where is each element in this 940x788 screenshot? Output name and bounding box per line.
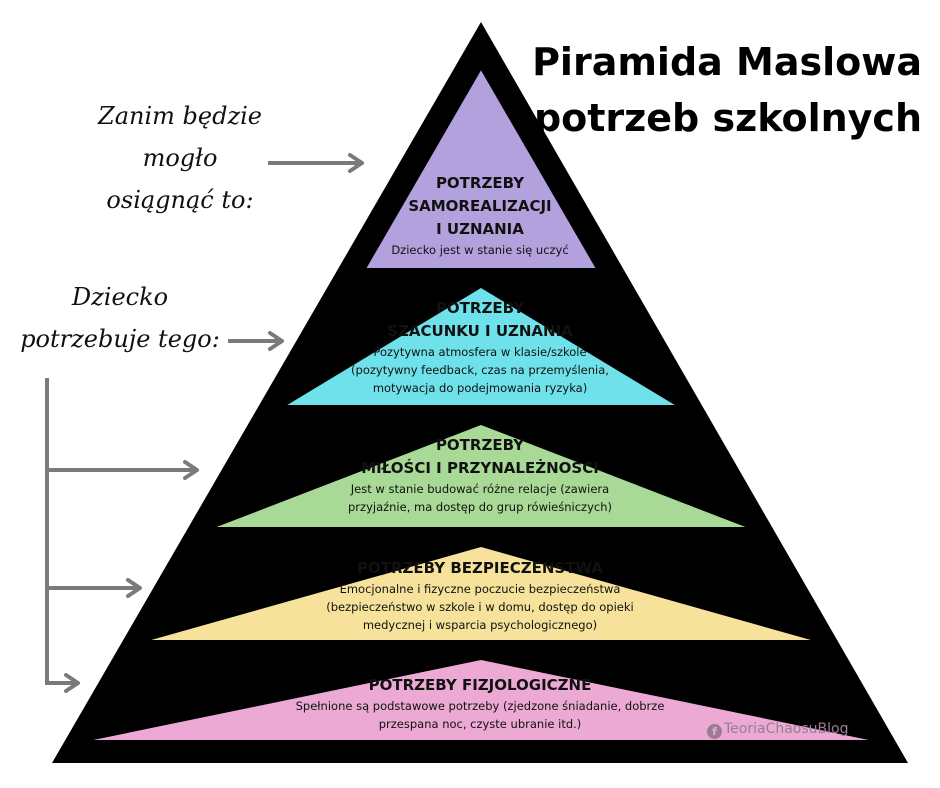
- level-description: Spełnione są podstawowe potrzeby (zjedzo…: [295, 699, 665, 713]
- level-text-self-actualization: POTRZEBY SAMOREALIZACJI I UZNANIA Dziecko j…: [180, 172, 780, 259]
- level-description: medycznej i wsparcia psychologicznego): [362, 618, 598, 632]
- level-heading: SAMOREALIZACJI: [408, 197, 552, 215]
- level-description: (pozytywny feedback, czas na przemyśleni…: [351, 363, 609, 377]
- level-description: Pozytywna atmosfera w klasie/szkole: [373, 345, 587, 359]
- level-band-self-actualization: [366, 70, 596, 268]
- level-heading: POTRZEBY FIZJOLOGICZNE: [368, 676, 592, 694]
- level-band-safety: [151, 547, 811, 640]
- level-description: Emocjonalne i fizyczne poczucie bezpiecz…: [339, 582, 621, 596]
- side-label-bottom: Dziecko potrzebuje tego:: [20, 276, 220, 360]
- facebook-icon: f: [707, 724, 722, 739]
- level-heading: SZACUNKU I UZNANIA: [387, 322, 573, 340]
- level-text-love-belonging: POTRZEBY MIŁOŚCI I PRZYNALEŻNOŚCI Jest w s…: [180, 434, 780, 516]
- side-label-bottom-line-1: Dziecko: [71, 283, 169, 311]
- level-description: przyjaźnie, ma dostęp do grup rówieśnicz…: [348, 500, 612, 514]
- level-heading: POTRZEBY: [435, 299, 525, 317]
- level-description: Jest w stanie budować różne relacje (zaw…: [350, 482, 610, 496]
- arrow-to-safety-level-head: [126, 578, 142, 598]
- level-description: motywacja do podejmowania ryzyka): [372, 381, 588, 395]
- title-line-2: potrzeb szkolnych: [533, 96, 922, 140]
- level-heading: I UZNANIA: [436, 220, 524, 238]
- arrow-to-love-level-head: [183, 460, 199, 480]
- side-label-bottom-line-2: potrzebuje tego:: [20, 325, 220, 353]
- level-heading: POTRZEBY: [435, 174, 525, 192]
- side-label-top-line-2: osiągnąć to:: [106, 186, 254, 214]
- side-label-top: Zanim będzie mogło osiągnąć to:: [60, 95, 300, 221]
- level-description: (bezpieczeństwo w szkole i w domu, dostę…: [326, 600, 634, 614]
- level-text-physiological: POTRZEBY FIZJOLOGICZNE Spełnione są podst…: [180, 674, 780, 733]
- level-heading: POTRZEBY: [435, 436, 525, 454]
- level-heading: POTRZEBY BEZPIECZEŃSTWA: [357, 559, 603, 577]
- level-description: Dziecko jest w stanie się uczyć: [391, 243, 569, 257]
- side-label-top-line-1: Zanim będzie mogło: [98, 102, 262, 172]
- level-band-esteem: [287, 288, 675, 405]
- watermark-text: TeoriaChaosuBlog: [724, 721, 849, 737]
- arrow-to-physiological-level-head: [64, 673, 80, 693]
- level-band-physiological: [93, 660, 869, 740]
- diagram-title: Piramida Maslowa potrzeb szkolnych: [532, 34, 922, 146]
- arrow-to-top-level-head: [348, 153, 364, 173]
- level-description: przespana noc, czyste ubranie itd.): [378, 717, 582, 731]
- level-text-esteem: POTRZEBY SZACUNKU I UZNANIA Pozytywna atmo…: [180, 297, 780, 397]
- level-text-safety: POTRZEBY BEZPIECZEŃSTWA Emocjonalne i fiz…: [180, 557, 780, 634]
- level-band-love-belonging: [216, 425, 746, 527]
- arrow-to-esteem-level-head: [268, 331, 284, 351]
- title-line-1: Piramida Maslowa: [532, 40, 922, 84]
- level-heading: MIŁOŚCI I PRZYNALEŻNOŚCI: [361, 459, 599, 477]
